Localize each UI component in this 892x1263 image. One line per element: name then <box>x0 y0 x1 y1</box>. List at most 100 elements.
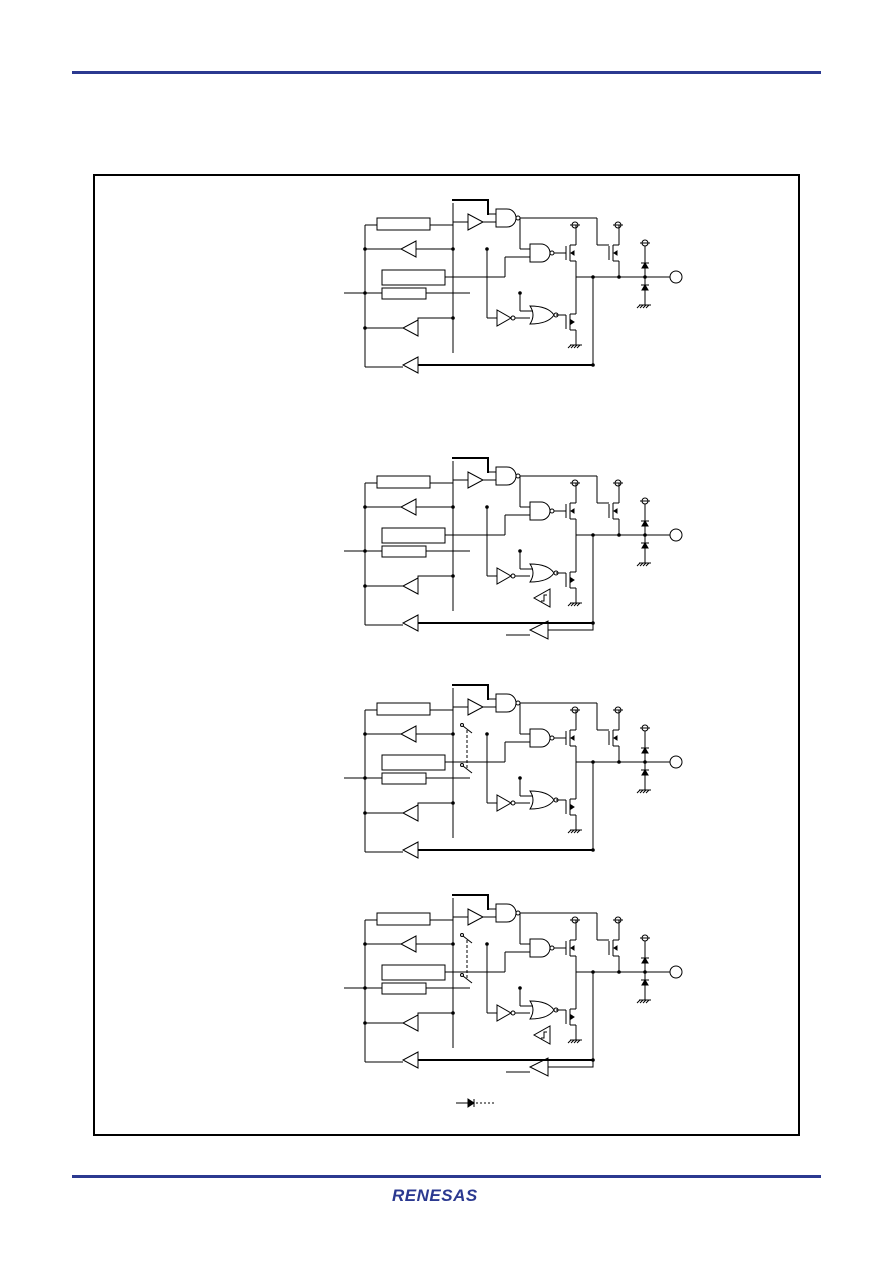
ground-hatch <box>639 562 644 567</box>
buffer-right <box>467 698 485 716</box>
mos-arrow <box>570 735 575 741</box>
data-register <box>381 545 427 558</box>
ground-hatch <box>576 344 581 349</box>
supply-terminal <box>614 706 622 714</box>
supply-terminal <box>571 221 579 229</box>
ground-hatch <box>567 344 572 349</box>
nand-bubble <box>549 508 555 514</box>
buffer-left <box>401 1051 419 1069</box>
header-rule <box>72 71 821 74</box>
junction-dot <box>363 584 367 588</box>
junction-dot <box>617 760 621 764</box>
figure-frame <box>93 174 800 1136</box>
mos-arrow <box>570 319 575 325</box>
buffer-left <box>399 935 417 953</box>
io-port-schematic-2 <box>344 457 683 640</box>
junction-dot <box>451 247 455 251</box>
supply-terminal <box>614 916 622 924</box>
ground-hatch <box>573 1039 578 1044</box>
io-port-schematic-1 <box>344 199 683 374</box>
renesas-logo: RENESAS <box>392 1186 478 1205</box>
junction-dot <box>363 986 367 990</box>
hysteresis-mark <box>541 1031 547 1039</box>
ground-hatch <box>573 344 578 349</box>
junction-dot <box>485 505 489 509</box>
switch-contact <box>460 973 464 977</box>
io-port-schematic-4 <box>344 894 683 1077</box>
junction-dot <box>363 505 367 509</box>
buffer-right <box>467 908 485 926</box>
protection-diode <box>641 979 649 986</box>
mos-arrow <box>570 945 575 951</box>
junction-dot <box>485 732 489 736</box>
data-register <box>381 287 427 300</box>
ground-hatch <box>576 602 581 607</box>
inverter <box>496 1004 513 1022</box>
buffer-left <box>399 240 417 258</box>
junction-dot <box>451 942 455 946</box>
junction-dot <box>363 291 367 295</box>
switch-arm <box>462 725 473 734</box>
ground-hatch <box>570 602 575 607</box>
wire <box>417 575 453 586</box>
junction-dot <box>617 970 621 974</box>
switch-arm <box>462 765 473 774</box>
data-latch <box>381 527 446 544</box>
junction-dot <box>643 275 647 279</box>
nand-bubble <box>549 250 555 256</box>
junction-dot <box>363 1021 367 1025</box>
ground-hatch <box>567 1039 572 1044</box>
nor-gate <box>529 305 555 325</box>
junction-dot <box>451 574 455 578</box>
mos-arrow <box>570 250 575 256</box>
junction-dot <box>451 316 455 320</box>
protection-diode <box>641 769 649 776</box>
ground-hatch <box>576 1039 581 1044</box>
nand-gate <box>495 903 517 923</box>
pin-terminal <box>669 755 683 769</box>
ground-hatch <box>645 562 650 567</box>
nor-gate <box>529 1000 555 1020</box>
mos-arrow <box>570 508 575 514</box>
ground-hatch <box>639 304 644 309</box>
protection-diode <box>641 284 649 291</box>
ground-hatch <box>570 344 575 349</box>
junction-dot <box>363 776 367 780</box>
mos-arrow <box>613 250 618 256</box>
data-register <box>381 982 427 995</box>
ground-hatch <box>642 999 647 1004</box>
nand-bubble <box>515 215 521 221</box>
direction-register <box>376 912 431 926</box>
nand-gate <box>529 501 551 521</box>
data-latch <box>381 754 446 771</box>
nand-gate <box>529 938 551 958</box>
switch-arm <box>462 935 473 944</box>
protection-diode <box>641 520 649 527</box>
buffer-left <box>401 804 419 822</box>
junction-dot <box>643 760 647 764</box>
buffer-right <box>467 213 485 231</box>
inverter <box>496 309 513 327</box>
enable-line <box>452 684 489 700</box>
junction-dot <box>518 549 522 553</box>
ground-hatch <box>645 789 650 794</box>
schmitt-input-wire <box>548 623 594 631</box>
supply-terminal <box>614 221 622 229</box>
junction-dot <box>363 942 367 946</box>
junction-dot <box>518 776 522 780</box>
supply-terminal <box>571 706 579 714</box>
buffer-left <box>401 356 419 374</box>
mos-arrow <box>570 1014 575 1020</box>
pin-terminal <box>669 528 683 542</box>
junction-dot <box>617 275 621 279</box>
pin-terminal <box>669 965 683 979</box>
ground-hatch <box>567 602 572 607</box>
nand-gate <box>529 728 551 748</box>
switch-contact <box>460 763 464 767</box>
data-register <box>381 772 427 785</box>
junction-dot <box>363 811 367 815</box>
wire <box>417 317 453 328</box>
mos-arrow <box>570 577 575 583</box>
schmitt-input-wire <box>548 1060 594 1068</box>
junction-dot <box>485 942 489 946</box>
